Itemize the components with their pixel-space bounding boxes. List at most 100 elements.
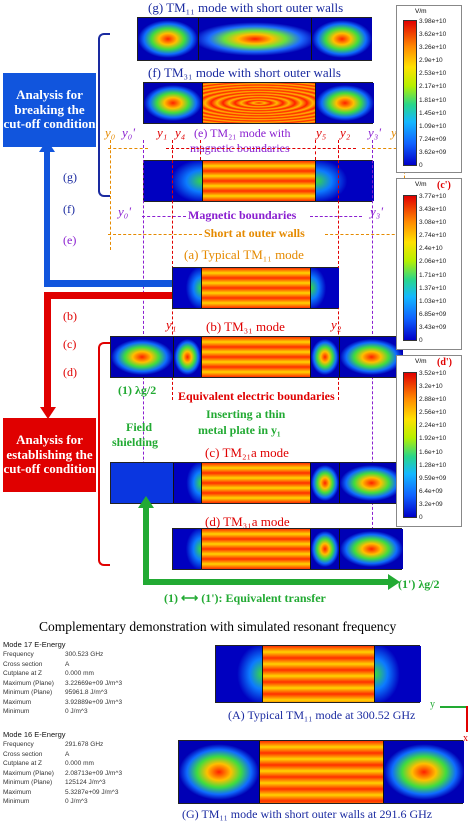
label-y0p: y₀' — [122, 125, 136, 140]
sim-row-value: 3.92889e+09 J/m^3 — [65, 698, 123, 706]
colorbar-tick: 3.2e+10 — [419, 383, 443, 391]
colorbar-tick: 6.85e+09 — [419, 310, 447, 318]
field-shielding-1: Field — [126, 420, 152, 434]
label-y1: y₁ — [157, 125, 168, 140]
short-arrow-right — [325, 234, 405, 235]
field-shielding-2: shielding — [112, 435, 159, 449]
short-outer-walls-label: Short at outer walls — [204, 226, 305, 240]
axis-x-arrow — [466, 706, 468, 732]
short-arrow-left — [108, 234, 202, 235]
colorbar-tick: 1.03e+10 — [419, 297, 447, 305]
sim-row-value: 0 J/m^3 — [65, 798, 88, 805]
sim-row-value: 300.523 GHz — [65, 651, 104, 658]
bracket-top — [98, 33, 110, 197]
colorbar-tick: 3.62e+09 — [419, 148, 447, 156]
insert-plate-2: metal plate in y₁ — [198, 423, 281, 437]
sim-row-label: Minimum — [3, 798, 30, 805]
sim-row-value: A — [65, 660, 70, 668]
establishing-cutoff-box: Analysis for establishing the cut-off co… — [3, 418, 96, 492]
breaking-cutoff-box: Analysis for breaking the cut-off condit… — [3, 73, 96, 147]
colorbar-tick: 2.17e+10 — [419, 83, 447, 91]
colorbar-tick: 3.62e+10 — [419, 31, 447, 39]
equiv-electric-label: Equivalent electric boundaries — [178, 389, 335, 403]
caption-a: (a) Typical TM₁₁ mode — [184, 247, 304, 262]
colorbar-tick: 3.43e+09 — [419, 323, 447, 331]
magnetic-arrow-left — [142, 216, 186, 217]
colorbar-tick: 3.08e+10 — [419, 219, 447, 227]
colorbar-tick: 2.56e+10 — [419, 409, 447, 417]
sim-row-label: Maximum (Plane) — [3, 679, 54, 687]
colorbar-tick: 2.88e+10 — [419, 396, 447, 404]
label-y2-b: y₂ — [331, 317, 342, 332]
colorbar-tick: 1.81e+10 — [419, 96, 447, 104]
axis-y-label: y — [430, 699, 435, 710]
colorbar-tick: 2.4e+10 — [419, 245, 443, 253]
field-plot-b — [110, 336, 403, 378]
field-plot-c — [110, 462, 403, 504]
transfer-arrow-vertical — [143, 505, 149, 585]
sim-row-label: Cutplane at Z — [3, 670, 43, 677]
colorbar-tick: 3.52e+10 — [419, 370, 447, 377]
blue-arrowhead — [39, 140, 55, 152]
sim-caption-A: (A) Typical TM₁₁ mode at 300.52 GHz — [228, 708, 416, 722]
colorbar-tick: 0 — [419, 337, 423, 344]
colorbar-tick: 2.74e+10 — [419, 232, 447, 240]
colorbar-tick: 3.98e+10 — [419, 18, 447, 25]
caption-b: (b) TM₃₁ mode — [206, 319, 285, 334]
colorbar-tick: 1.45e+10 — [419, 109, 447, 117]
lambda-left: (1) λg/2 — [118, 383, 157, 397]
sim-row-label: Frequency — [3, 651, 34, 658]
magnetic-boundaries-label: Magnetic boundaries — [188, 208, 297, 222]
sim-row-label: Minimum (Plane) — [3, 779, 53, 786]
sim-row-label: Maximum — [3, 698, 32, 706]
colorbar-tick: 2.24e+10 — [419, 422, 447, 430]
sim-row-value: 125124 J/m^3 — [65, 779, 106, 786]
sim-row-value: A — [65, 750, 70, 758]
colorbar-tick: 2.06e+10 — [419, 258, 447, 266]
label-y1-b: y₁ — [166, 317, 177, 332]
colorbar-tick: 3.2e+09 — [419, 500, 443, 508]
sim-row-label: Frequency — [3, 741, 34, 748]
transfer-arrow-horizontal — [143, 579, 391, 585]
axis-x-label: x — [463, 733, 468, 744]
label-y0p-mid: y₀' — [118, 204, 132, 219]
colorbar-tick: 0 — [419, 162, 423, 169]
label-y0: y₀ — [105, 125, 116, 140]
side-label-g: (g) — [63, 170, 77, 184]
red-arrow-horizontal — [44, 292, 172, 299]
label-y2: y₂ — [340, 125, 351, 140]
guide-y4 — [200, 140, 201, 160]
label-y3p: y₃' — [368, 125, 382, 140]
colorbar-tick: 1.6e+10 — [419, 448, 443, 456]
side-label-e: (e) — [63, 233, 77, 247]
caption-g: (g) TM₁₁ mode with short outer walls — [148, 0, 344, 15]
sim-row-label: Minimum (Plane) — [3, 689, 53, 696]
magnetic-arrow-right — [310, 216, 362, 217]
sim-row-value: 95961.8 J/m^3 — [65, 689, 108, 696]
guide-y5 — [315, 140, 316, 160]
colorbar-tick: 1.71e+10 — [419, 271, 447, 279]
sim-row-value: 0 J/m^3 — [65, 708, 88, 715]
sim-row-label: Cutplane at Z — [3, 760, 43, 767]
field-plot-e — [143, 160, 374, 202]
colorbar-tick: 1.28e+10 — [419, 461, 447, 469]
colorbar-tick: 3.26e+10 — [419, 44, 447, 52]
label-y3p-mid: y₃' — [370, 204, 384, 219]
sim-row-label: Cross section — [3, 660, 43, 668]
complementary-title: Complementary demonstration with simulat… — [39, 619, 397, 634]
field-plot-g — [137, 17, 372, 61]
insert-plate-1: Inserting a thin — [206, 407, 286, 421]
sim-caption-G: (G) TM₁₁ mode with short outer walls at … — [182, 807, 433, 821]
label-y5: y₅ — [316, 125, 327, 140]
colorbar-tick: 9.59e+09 — [419, 474, 447, 482]
sim-row-label: Maximum (Plane) — [3, 769, 54, 777]
sim-row-value: 291.678 GHz — [65, 741, 104, 748]
sim-row-value: 2.08713e+09 J/m^3 — [65, 769, 123, 777]
colorbar-tick: 7.24e+09 — [419, 135, 447, 143]
sim-row-value: 5.3287e+09 J/m^3 — [65, 788, 119, 796]
blue-arrow-vertical — [44, 147, 50, 285]
guide-y0 — [110, 140, 111, 250]
sim-row-value: 0.000 mm — [65, 670, 94, 677]
